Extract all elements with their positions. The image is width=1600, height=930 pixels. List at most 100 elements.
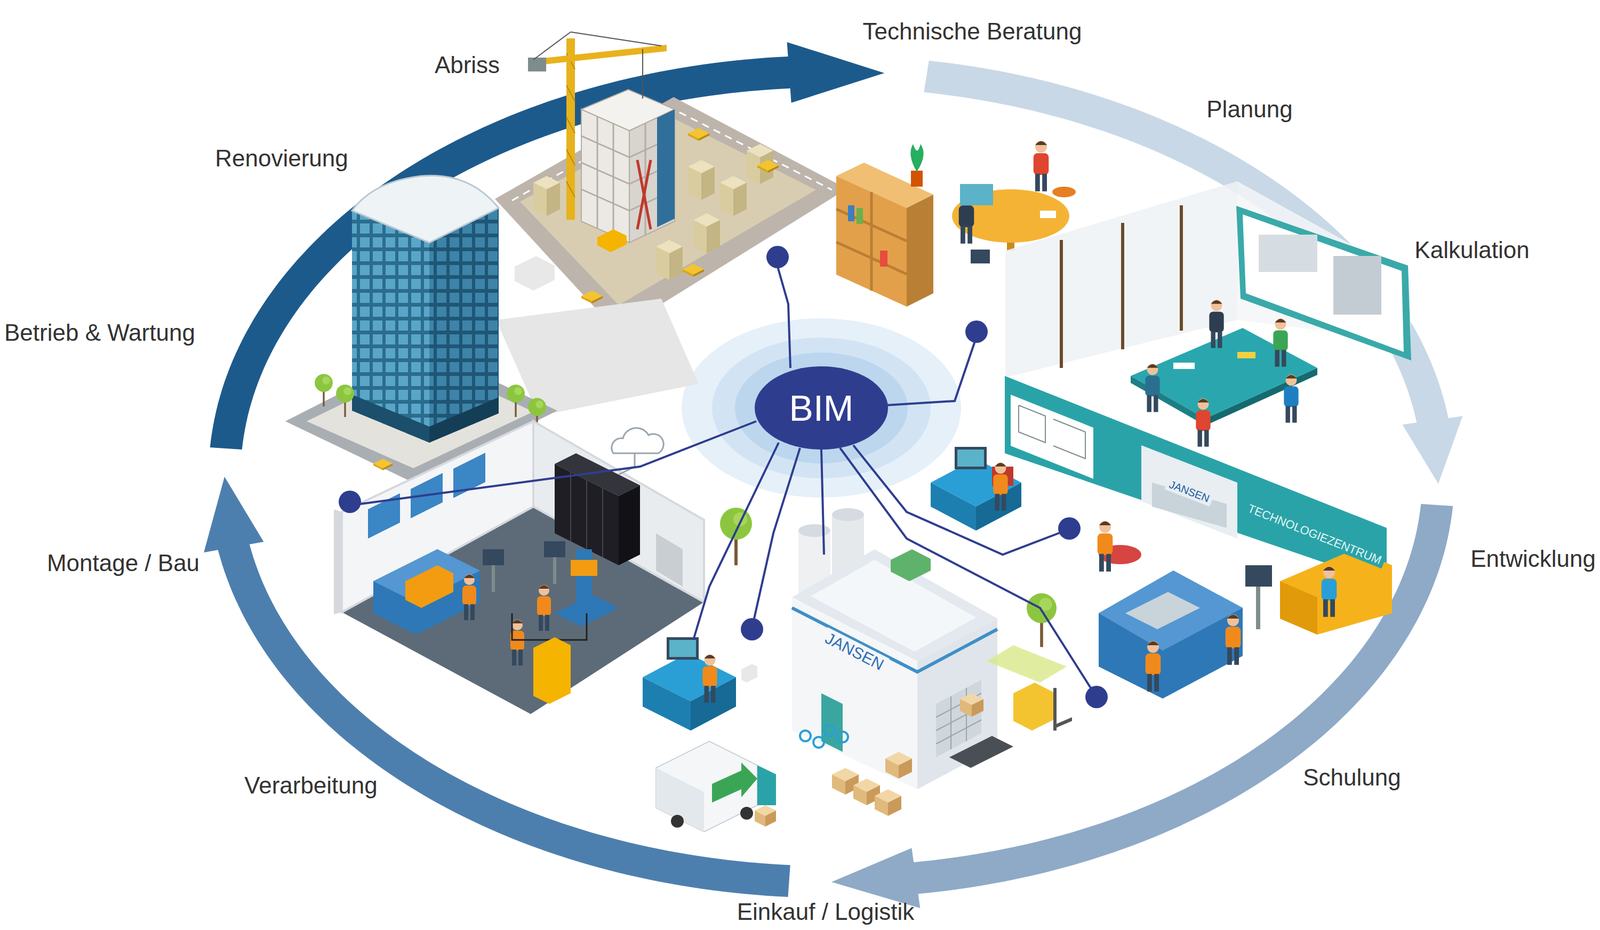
meeting-room-part: [1333, 256, 1382, 315]
production-hall-part: [570, 472, 603, 558]
production-hall-part: [341, 421, 534, 613]
bim-dots-part: [766, 245, 789, 269]
purchasing-desk-part: [642, 677, 691, 731]
factory-part: [986, 645, 1067, 683]
production-hall-part: [611, 427, 664, 454]
phase-label: Einkauf / Logistik: [737, 898, 915, 926]
delivery-truck-part: [740, 806, 754, 820]
bim-spokes-part: [885, 341, 975, 406]
planning-office-part: [880, 250, 888, 267]
factory-part-part: [837, 731, 848, 743]
production-hall-part: [373, 549, 480, 635]
construction-site-part: [688, 128, 710, 141]
office-tower: [285, 175, 699, 483]
meeting-room-part: [1283, 374, 1299, 423]
bim-dots-part: [740, 618, 764, 641]
training-area-part: [1145, 641, 1162, 692]
planning-office-part: [1052, 186, 1076, 198]
construction-site-part-part: [566, 181, 575, 198]
factory-part-part: [800, 730, 811, 742]
phase-label: Planung: [1206, 96, 1293, 124]
planning-office-part-part: [870, 192, 874, 291]
office-tower-part: [506, 384, 525, 418]
phase-label: Kalkulation: [1414, 236, 1530, 264]
planning-office-part: [906, 194, 934, 307]
production-hall-part: [512, 613, 587, 640]
construction-site-part: [597, 229, 627, 253]
training-area-part: [1097, 521, 1114, 572]
construction-site-part: [656, 240, 683, 280]
factory-part-part: [813, 737, 824, 748]
production-hall-part: [491, 565, 495, 592]
delivery-truck-part: [656, 768, 704, 832]
bim-spokes: [360, 266, 1091, 688]
factory-part: [917, 618, 998, 790]
building-sign: TECHNOLOGIEZENTRUM: [1242, 500, 1387, 570]
construction-site-part-part: [566, 149, 575, 166]
planning-office-part: [960, 184, 994, 206]
construction-site-part-part: [566, 117, 575, 134]
construction-site-part: [629, 109, 675, 243]
bim-spokes-part: [853, 445, 1062, 555]
construction-site-part: [581, 109, 630, 243]
production-hall-part: [405, 565, 454, 608]
construction-site-part: [637, 160, 651, 230]
meeting-room-part: [1237, 352, 1256, 359]
meeting-room-part: [1173, 362, 1195, 370]
production-hall-part: [333, 509, 342, 615]
construction-site-part: [533, 176, 560, 216]
construction-site-part: [688, 160, 715, 200]
meeting-room-part-part: [1179, 205, 1183, 331]
production-hall-part: [656, 533, 683, 587]
production-hall: [333, 421, 704, 715]
bim-spokes-part: [821, 449, 824, 555]
meeting-room-part: [1018, 405, 1086, 459]
phase-label: Abriss: [434, 51, 500, 79]
meeting-room-part: [1242, 214, 1404, 352]
training-area-part: [1321, 566, 1338, 618]
production-hall-part: [618, 485, 640, 566]
cycle-arrow: [831, 504, 1453, 909]
purchasing-desk-part: [666, 637, 699, 660]
bim-spokes-part: [754, 448, 800, 619]
training-area-part: [1280, 581, 1318, 635]
phase-label: Verarbeitung: [244, 772, 378, 800]
purchasing-desk-part: [669, 640, 696, 658]
factory-part: [832, 508, 864, 522]
delivery-truck-part: [670, 814, 684, 828]
training-area-part: [1125, 592, 1200, 630]
factory-part: [754, 805, 776, 827]
bim-spokes-part: [840, 448, 1091, 688]
construction-site-part: [566, 53, 575, 198]
planning-office-part: [1040, 210, 1056, 219]
meeting-room-part-part: [1121, 222, 1125, 350]
meeting-room-part: [1130, 376, 1206, 426]
training-area-part: [1256, 586, 1261, 630]
meeting-room-part-part: [1018, 405, 1046, 443]
meeting-room-part: [1258, 234, 1318, 272]
meeting-room-part-part: [1053, 419, 1086, 459]
meeting-room-part: [1273, 318, 1288, 367]
purchasing-desk-part: [702, 654, 717, 703]
training-area-part: [1098, 570, 1243, 651]
construction-site-part: [528, 57, 547, 72]
workstation-part: [930, 482, 976, 531]
factory-part-part: [824, 725, 835, 736]
planning-office-part: [856, 208, 863, 224]
training-area-part: [1098, 570, 1243, 699]
delivery-truck-part: [757, 765, 776, 806]
training-area-part: [1245, 565, 1272, 587]
production-hall-part: [533, 637, 571, 704]
factory-part: [792, 597, 918, 790]
phase-label: Renovierung: [214, 145, 349, 173]
meeting-room-part: [1004, 376, 1387, 584]
office-tower-part: [429, 208, 499, 443]
factory: [720, 507, 1072, 827]
delivery-truck: [656, 741, 776, 832]
office-tower-part: [429, 397, 499, 443]
construction-site-part-part: [566, 85, 575, 102]
factory-part: [960, 693, 984, 717]
production-hall-part: [544, 541, 566, 558]
construction-site-part: [514, 256, 555, 291]
